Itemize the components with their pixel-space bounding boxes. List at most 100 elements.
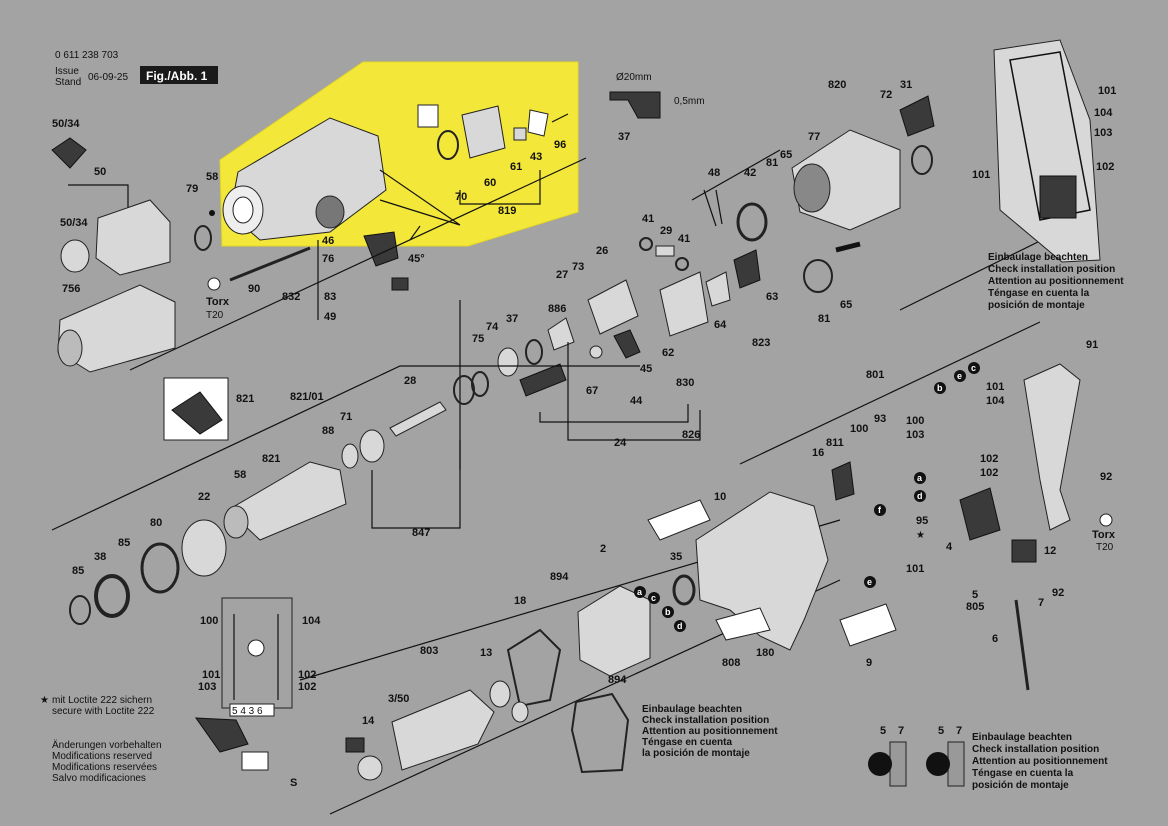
callout-50: 50 — [94, 166, 106, 178]
spindle-group: 821 821/01 28 71 88 821 58 22 847 80 85 … — [69, 371, 489, 625]
dimension-37: Ø20mm 0,5mm 37 — [609, 72, 705, 143]
callout-96: 96 — [554, 139, 566, 151]
star-icon: ★ — [916, 530, 925, 541]
callout-73: 73 — [572, 261, 584, 273]
callout-830: 830 — [676, 377, 694, 389]
callout-45: 45 — [640, 363, 652, 375]
callout-50-34-mid: 50/34 — [60, 217, 88, 229]
callout-16: 16 — [812, 447, 824, 459]
callout-63: 63 — [766, 291, 778, 303]
part-28-pin — [389, 401, 447, 437]
install-note-a-1: Einbaulage beachten — [642, 704, 742, 715]
part-37-profile — [609, 91, 661, 119]
callout-83: 83 — [324, 291, 336, 303]
callout-823: 823 — [752, 337, 770, 349]
callout-72: 72 — [880, 89, 892, 101]
svg-text:c: c — [971, 363, 976, 373]
callout-102-elec-b: 102 — [980, 467, 998, 479]
callout-819: 819 — [498, 205, 516, 217]
callout-75: 75 — [472, 333, 484, 345]
changes-es: Salvo modificaciones — [52, 773, 146, 784]
callout-91: 91 — [1086, 339, 1098, 351]
callout-65-mid: 65 — [840, 299, 852, 311]
footnotes: ★ mit Loctite 222 sichern secure with Lo… — [40, 695, 162, 784]
switch-s-label: S — [290, 777, 297, 789]
part-80-spring — [140, 542, 180, 594]
cable-clamp-icon-2 — [926, 752, 950, 776]
callout-180: 180 — [756, 647, 774, 659]
part-26-cylinder — [587, 279, 639, 335]
callout-26: 26 — [596, 245, 608, 257]
callout-22: 22 — [198, 491, 210, 503]
callout-80: 80 — [150, 517, 162, 529]
callout-49: 49 — [324, 311, 336, 323]
callout-894-top: 894 — [550, 571, 569, 583]
callout-74: 74 — [486, 321, 499, 333]
install-note-c-5: posición de montaje — [972, 780, 1069, 791]
inset-housing — [993, 39, 1101, 263]
callout-103-wiring: 103 — [198, 681, 216, 693]
callout-42: 42 — [744, 167, 756, 179]
callout-100-elec-b: 100 — [850, 423, 868, 435]
dim-thickness: 0,5mm — [674, 96, 705, 107]
callout-3-50: 3/50 — [388, 693, 409, 705]
callout-92-low: 92 — [1052, 587, 1064, 599]
torx-icon-2 — [1099, 513, 1113, 527]
changes-de: Änderungen vorbehalten — [52, 739, 162, 751]
chuck-column: 50/34 50 50/34 756 79 58 90 Torx T20 — [51, 118, 311, 373]
figure-label: Fig./Abb. 1 — [146, 69, 208, 83]
selector-knob — [363, 231, 399, 267]
callout-81-top: 81 — [766, 157, 778, 169]
callout-811: 811 — [826, 437, 844, 449]
wiring-diagram: 5 4 3 6 100 104 101 103 102 102 S — [194, 597, 321, 789]
callout-832: 832 — [282, 291, 300, 303]
callout-801: 801 — [866, 369, 884, 381]
svg-text:f: f — [878, 505, 882, 515]
svg-text:e: e — [957, 371, 962, 381]
callout-7-inset-b: 7 — [956, 725, 962, 737]
part-22-spindle — [227, 461, 347, 541]
callout-27: 27 — [556, 269, 568, 281]
part-60-sleeve — [461, 105, 506, 159]
callout-100-inset: 101 — [1098, 85, 1116, 97]
callout-101-elec: 101 — [986, 381, 1004, 393]
callout-847: 847 — [412, 527, 430, 539]
callout-5: 5 — [972, 589, 978, 601]
callout-62: 62 — [662, 347, 674, 359]
callout-102-wiring-b: 102 — [298, 681, 316, 693]
install-note-b-4: Téngase en cuenta la — [988, 288, 1090, 299]
callout-41-b: 41 — [678, 233, 690, 245]
part-67-shaft — [519, 363, 567, 397]
callout-5-inset-a: 5 — [880, 725, 886, 737]
svg-text:b: b — [665, 607, 671, 617]
part-70-icon — [417, 104, 439, 128]
callout-46: 46 — [322, 235, 334, 247]
changes-fr: Modifications reservées — [52, 762, 157, 773]
part-motor-housing — [695, 491, 829, 651]
callout-102-elec-a: 102 — [980, 453, 998, 465]
svg-text:a: a — [637, 587, 643, 597]
svg-text:d: d — [677, 621, 683, 631]
callout-88: 88 — [322, 425, 334, 437]
callout-35: 35 — [670, 551, 682, 563]
callout-4: 4 — [946, 541, 953, 553]
header-block: 0 611 238 703 Issue Stand 06-09-25 Fig./… — [55, 50, 218, 88]
install-note-a-4: Téngase en cuenta — [642, 737, 732, 748]
torx-size-2: T20 — [1096, 542, 1114, 553]
callout-48: 48 — [708, 167, 720, 179]
issue-date: 06-09-25 — [88, 72, 128, 83]
callout-37-top: 37 — [618, 131, 630, 143]
part-switch — [959, 487, 1001, 541]
callout-821-mid: 821 — [262, 453, 280, 465]
callout-886: 886 — [548, 303, 566, 315]
callout-821-left: 821 — [236, 393, 254, 405]
callout-38: 38 — [94, 551, 106, 563]
install-note-b-2: Check installation position — [988, 264, 1115, 275]
callout-37-mid: 37 — [506, 313, 518, 325]
callout-58-top: 58 — [206, 171, 218, 183]
torx-label-2: Torx — [1092, 529, 1116, 541]
install-note-c-2: Check installation position — [972, 744, 1099, 755]
switch-block-icon — [194, 717, 249, 753]
loctite-de: mit Loctite 222 sichern — [52, 695, 152, 706]
